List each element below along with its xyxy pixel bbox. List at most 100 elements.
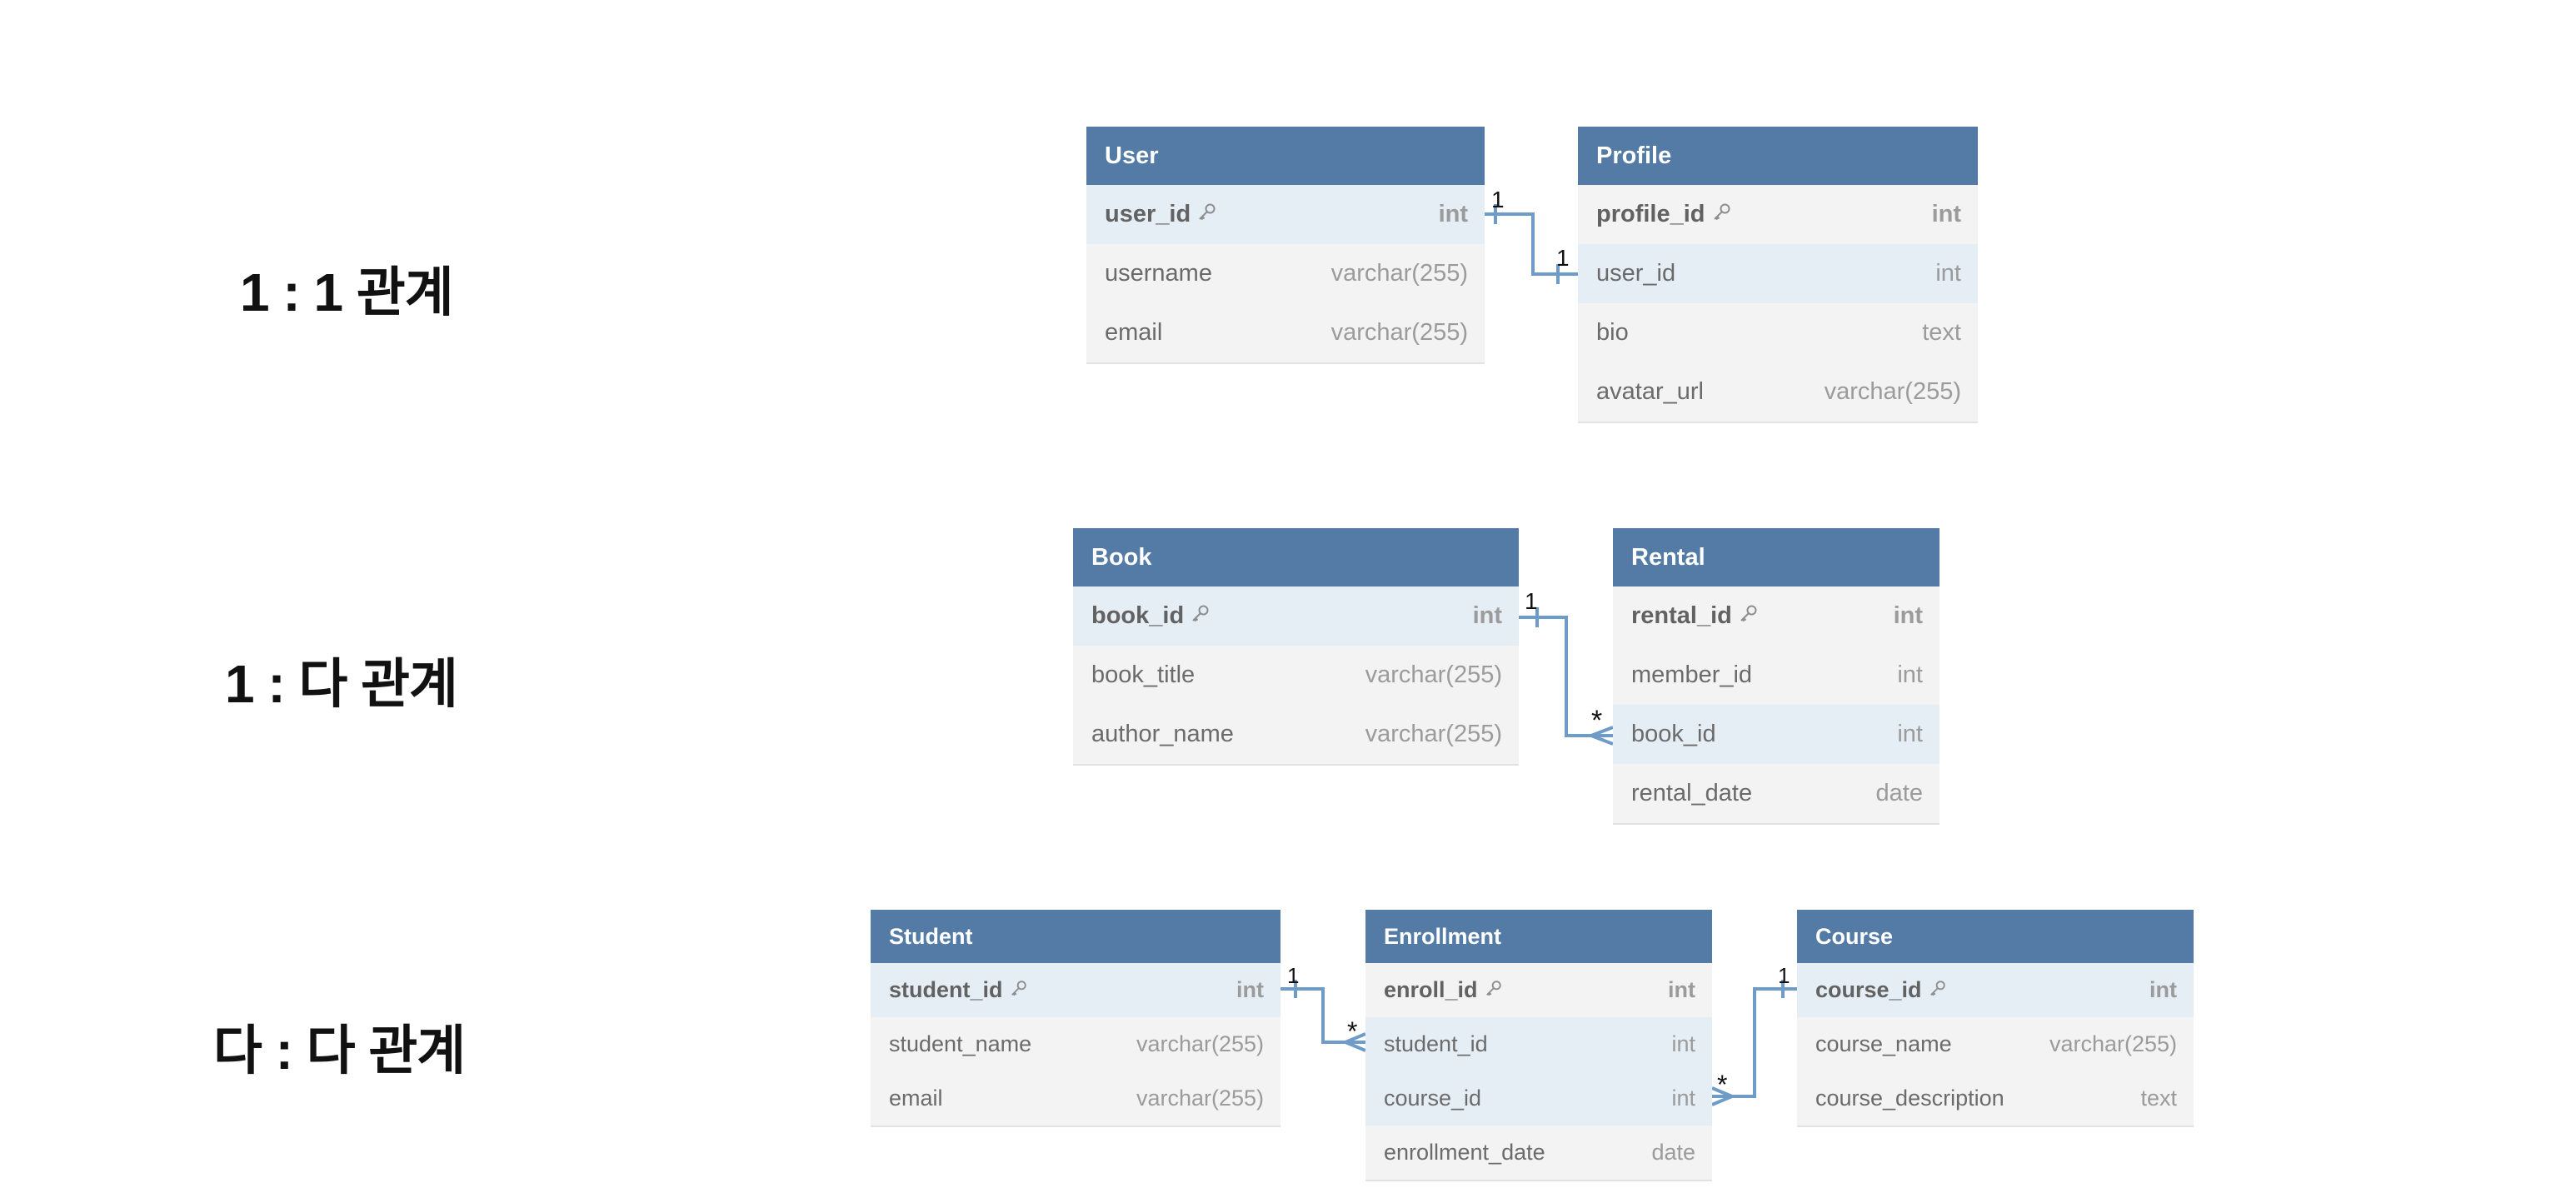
table-header[interactable]: User [1086,127,1485,185]
column-type: varchar(255) [1136,1031,1264,1056]
table-row[interactable]: user_id int [1086,185,1485,244]
column-type: int [1897,721,1923,747]
column-name: user_id [1105,201,1191,227]
cardinality-book: 1 [1525,588,1538,614]
column-type: int [1438,201,1468,227]
section-label-many-to-many: 다 : 다 관계 [213,1021,466,1081]
cardinality-user: 1 [1491,187,1505,212]
column-name: book_id [1091,602,1185,629]
table-row[interactable]: member_id int [1613,646,1939,705]
column-name: bio [1596,319,1629,346]
key-icon [1485,977,1503,1003]
section-label-one-to-one: 1 : 1 관계 [240,262,454,322]
table-row[interactable]: profile_id int [1578,185,1978,244]
column-type: int [1671,1086,1695,1111]
column-name: book_id [1631,721,1716,747]
table-row[interactable]: student_id int [871,963,1281,1017]
column-name: student_id [1384,1031,1488,1056]
table-row[interactable]: course_name varchar(255) [1797,1017,2194,1071]
table-user[interactable]: User user_id int username varchar(255) e… [1086,127,1485,364]
key-icon [1191,602,1211,630]
column-name: rental_id [1631,602,1732,629]
key-icon [1739,602,1759,630]
key-icon [1929,977,1947,1003]
table-row[interactable]: course_id int [1797,963,2194,1017]
section-label-one-to-many: 1 : 다 관계 [225,654,458,714]
column-type: int [1671,1031,1695,1056]
column-name: book_title [1091,661,1196,688]
column-type: date [1651,1140,1695,1165]
column-type: int [1472,602,1502,629]
key-icon [1197,201,1217,228]
column-name: profile_id [1596,201,1705,227]
table-header[interactable]: Course [1797,910,2194,963]
cardinality-course: 1 [1778,963,1790,988]
column-type: int [1236,977,1264,1002]
column-type: int [1935,260,1961,287]
column-name: member_id [1631,661,1753,688]
column-type: date [1875,780,1923,806]
table-row[interactable]: avatar_url varchar(255) [1578,362,1978,422]
table-header[interactable]: Rental [1613,528,1939,587]
column-name: username [1105,260,1212,287]
cardinality-enrollment-course: * [1717,1070,1728,1100]
table-row[interactable]: email varchar(255) [1086,303,1485,362]
table-row[interactable]: user_id int [1578,244,1978,303]
column-name: course_id [1815,977,1922,1002]
table-row[interactable]: author_name varchar(255) [1073,705,1519,764]
table-course[interactable]: Course course_id int course_name varchar… [1797,910,2194,1127]
table-rental[interactable]: Rental rental_id int member_id int book_… [1613,528,1939,825]
column-type: int [1897,661,1923,688]
crow-foot-enrollment-course [1711,1086,1737,1106]
cardinality-enrollment-student: * [1347,1016,1358,1046]
table-profile[interactable]: Profile profile_id int user_id int bio t… [1578,127,1978,423]
table-row[interactable]: bio text [1578,303,1978,362]
column-name: avatar_url [1596,378,1704,405]
column-type: varchar(255) [1824,378,1961,405]
table-header[interactable]: Book [1073,528,1519,587]
table-header[interactable]: Enrollment [1365,910,1712,963]
table-row[interactable]: book_title varchar(255) [1073,646,1519,705]
table-row[interactable]: enroll_id int [1365,963,1712,1017]
column-name: email [889,1086,943,1111]
table-row[interactable]: book_id int [1073,587,1519,646]
table-row[interactable]: rental_id int [1613,587,1939,646]
table-row[interactable]: student_id int [1365,1017,1712,1071]
column-type: varchar(255) [2049,1031,2177,1056]
column-type: varchar(255) [1365,721,1502,747]
table-enrollment[interactable]: Enrollment enroll_id int student_id int … [1365,910,1712,1181]
table-header[interactable]: Student [871,910,1281,963]
relation-line-user-profile [1485,212,1578,276]
table-row[interactable]: email varchar(255) [871,1071,1281,1126]
table-header[interactable]: Profile [1578,127,1978,185]
cardinality-profile: 1 [1556,245,1570,271]
column-type: varchar(255) [1330,319,1468,346]
table-row[interactable]: book_id int [1613,705,1939,764]
column-name: enrollment_date [1384,1140,1545,1165]
key-icon [1010,977,1028,1003]
column-name: course_description [1815,1086,2004,1111]
column-type: int [2149,977,2177,1002]
table-row[interactable]: student_name varchar(255) [871,1017,1281,1071]
cardinality-rental: * [1591,705,1603,736]
column-name: enroll_id [1384,977,1478,1002]
column-name: student_name [889,1031,1032,1056]
table-row[interactable]: course_description text [1797,1071,2194,1126]
column-name: user_id [1596,260,1676,287]
table-book[interactable]: Book book_id int book_title varchar(255)… [1073,528,1519,766]
table-row[interactable]: enrollment_date date [1365,1126,1712,1180]
column-name: rental_date [1631,780,1753,806]
column-name: email [1105,319,1163,346]
column-name: author_name [1091,721,1234,747]
column-type: text [2140,1086,2177,1111]
table-student[interactable]: Student student_id int student_name varc… [871,910,1281,1127]
table-row[interactable]: username varchar(255) [1086,244,1485,303]
column-type: int [1931,201,1961,227]
column-type: varchar(255) [1136,1086,1264,1111]
column-name: course_id [1384,1086,1482,1111]
table-row[interactable]: rental_date date [1613,764,1939,823]
table-row[interactable]: course_id int [1365,1071,1712,1126]
column-type: text [1922,319,1961,346]
column-type: int [1893,602,1923,629]
